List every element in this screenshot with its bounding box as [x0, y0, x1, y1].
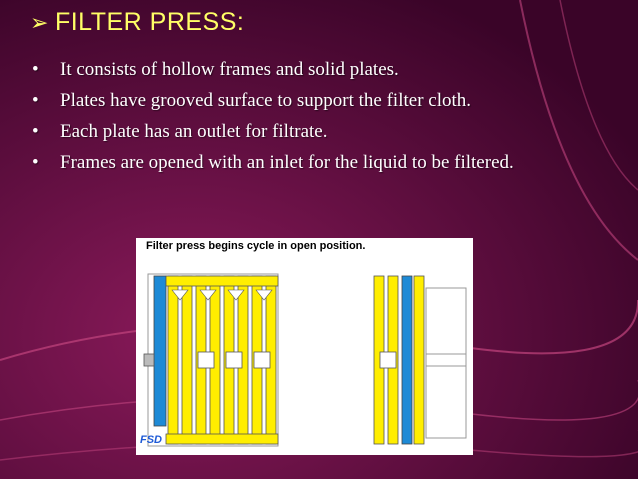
bullet-item: •Each plate has an outlet for filtrate.: [32, 121, 328, 142]
slide-title: ➢ FILTER PRESS:: [30, 8, 244, 37]
figure-caption: Filter press begins cycle in open positi…: [146, 240, 366, 252]
bullet-dot-icon: •: [32, 90, 39, 111]
bullet-dot-icon: •: [32, 59, 39, 80]
slide-title-text: FILTER PRESS:: [54, 8, 245, 36]
arrow-bullet-icon: ➢: [30, 9, 49, 35]
bullet-dot-icon: •: [32, 121, 39, 142]
bullet-list: •It consists of hollow frames and solid …: [28, 58, 618, 182]
bullet-item: •It consists of hollow frames and solid …: [32, 59, 399, 80]
bullet-dot-icon: •: [32, 152, 39, 173]
bullet-item: •Frames are opened with an inlet for the…: [32, 152, 514, 173]
filter-press-drawing: [143, 273, 467, 447]
bullet-item: •Plates have grooved surface to support …: [32, 90, 472, 111]
filter-press-diagram: Filter press begins cycle in open positi…: [136, 238, 473, 455]
fsd-logo: FSD: [140, 434, 162, 446]
